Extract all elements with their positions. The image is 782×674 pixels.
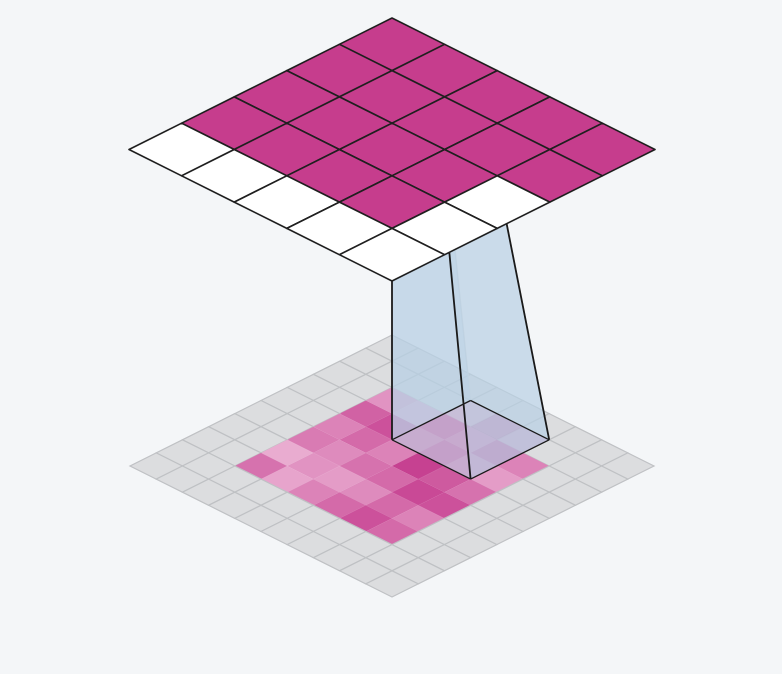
kernel-edge — [470, 439, 550, 480]
input-cell — [339, 426, 392, 453]
kernel-edge — [470, 399, 550, 441]
kernel-edge — [391, 399, 471, 441]
output-feature-map — [128, 17, 656, 282]
input-cell — [339, 452, 392, 480]
input-cell — [287, 426, 340, 453]
output-cell-empty — [338, 227, 446, 282]
input-cell — [339, 400, 392, 427]
kernel-edge — [391, 439, 471, 480]
input-cell — [470, 466, 523, 493]
input-cell — [261, 439, 314, 466]
input-cell — [287, 452, 340, 480]
input-cell — [365, 466, 419, 493]
input-cell — [313, 466, 366, 493]
input-cell — [261, 466, 314, 493]
input-cell — [418, 492, 471, 519]
input-cell — [313, 439, 366, 466]
kernel-face — [444, 175, 550, 480]
input-cell — [365, 492, 419, 519]
input-cell — [313, 492, 366, 519]
input-cell — [365, 439, 419, 466]
padding-cell — [364, 570, 420, 598]
input-cell — [418, 466, 471, 493]
